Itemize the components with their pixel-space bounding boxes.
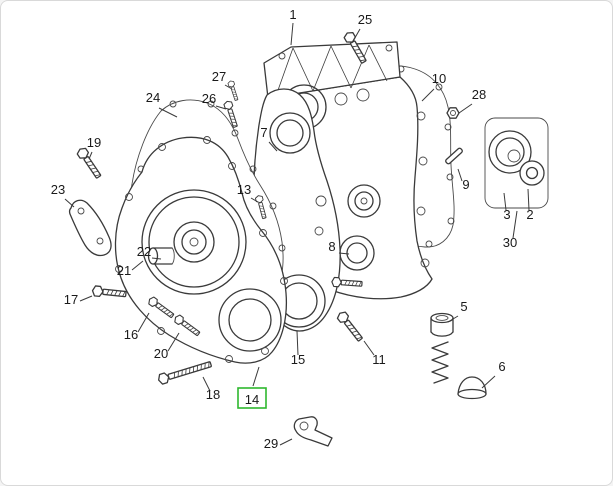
valve-spring-drawing — [431, 341, 449, 384]
highlighted-part-box — [237, 387, 267, 409]
leader-line-28 — [458, 103, 473, 114]
part-callout-8[interactable]: 8 — [328, 239, 335, 254]
oil-pump-drawing — [484, 117, 549, 209]
leader-line-3 — [503, 192, 507, 211]
leader-line-16 — [137, 312, 150, 333]
part-callout-18[interactable]: 18 — [206, 387, 220, 402]
leader-line-17 — [79, 295, 93, 302]
leader-line-26 — [215, 105, 227, 110]
bolt-11-drawing — [335, 309, 366, 344]
leader-line-5 — [447, 315, 459, 323]
leader-line-7 — [268, 141, 278, 152]
leader-line-21 — [131, 260, 144, 271]
leader-line-20 — [167, 332, 180, 352]
bracket-clip-drawing — [293, 416, 333, 447]
leader-line-18 — [202, 376, 211, 392]
part-callout-9[interactable]: 9 — [462, 177, 469, 192]
part-callout-30[interactable]: 30 — [503, 235, 517, 250]
leader-line-14 — [252, 366, 260, 387]
leader-line-29 — [279, 438, 293, 446]
part-callout-19[interactable]: 19 — [87, 135, 101, 150]
dowel-pin-drawing — [445, 147, 463, 165]
leader-line-25 — [351, 28, 361, 44]
leader-line-22 — [151, 257, 162, 260]
leader-line-2 — [527, 188, 530, 211]
leader-line-1 — [290, 22, 294, 46]
part-callout-13[interactable]: 13 — [237, 182, 251, 197]
part-callout-23[interactable]: 23 — [51, 182, 65, 197]
leader-line-6 — [481, 375, 496, 389]
part-callout-25[interactable]: 25 — [358, 12, 372, 27]
part-callout-15[interactable]: 15 — [291, 352, 305, 367]
callout-layer: 1 25 27 26 24 10 28 7 19 9 23 13 3 2 30 22 21 8 17 16 20 18 14… — [51, 7, 534, 451]
part-callout-6[interactable]: 6 — [498, 359, 505, 374]
valve-plug-drawing — [430, 312, 454, 337]
part-callout-2[interactable]: 2 — [526, 207, 533, 222]
part-callout-27[interactable]: 27 — [212, 69, 226, 84]
part-callout-26[interactable]: 26 — [202, 91, 216, 106]
part-callout-3[interactable]: 3 — [503, 207, 510, 222]
part-callout-5[interactable]: 5 — [460, 299, 467, 314]
part-callout-7[interactable]: 7 — [260, 125, 267, 140]
leader-line-10 — [421, 88, 435, 102]
leader-line-19 — [88, 151, 93, 160]
bolt-19-drawing — [75, 145, 104, 181]
part-callout-14[interactable]: 14 — [245, 392, 259, 407]
part-callout-1[interactable]: 1 — [289, 7, 296, 22]
part-callout-24[interactable]: 24 — [146, 90, 160, 105]
leader-line-15 — [296, 330, 299, 356]
leader-line-13 — [250, 197, 259, 203]
part-callout-11[interactable]: 11 — [372, 352, 386, 367]
bolt-17-drawing — [91, 285, 128, 300]
part-callout-10[interactable]: 10 — [432, 71, 446, 86]
part-callout-29[interactable]: 29 — [264, 436, 278, 451]
leader-line-24 — [158, 107, 178, 118]
leader-line-23 — [64, 198, 75, 208]
valve-dome-drawing — [457, 376, 487, 400]
part-callout-17[interactable]: 17 — [64, 292, 78, 307]
leader-line-8 — [338, 252, 350, 255]
part-callout-28[interactable]: 28 — [472, 87, 486, 102]
leader-line-11 — [363, 340, 375, 356]
part-callout-22[interactable]: 22 — [137, 244, 151, 259]
side-plate-drawing — [68, 199, 112, 257]
part-callout-16[interactable]: 16 — [124, 327, 138, 342]
bolt-27-drawing — [227, 79, 240, 102]
boss-stud-drawing — [147, 247, 175, 265]
leader-line-30 — [512, 210, 518, 239]
part-callout-20[interactable]: 20 — [154, 346, 168, 361]
leader-line-27 — [224, 84, 233, 90]
leader-line-9 — [457, 168, 463, 182]
part-callout-21[interactable]: 21 — [117, 263, 131, 278]
nut-drawing — [446, 107, 460, 119]
bolt-18-drawing — [156, 358, 213, 386]
